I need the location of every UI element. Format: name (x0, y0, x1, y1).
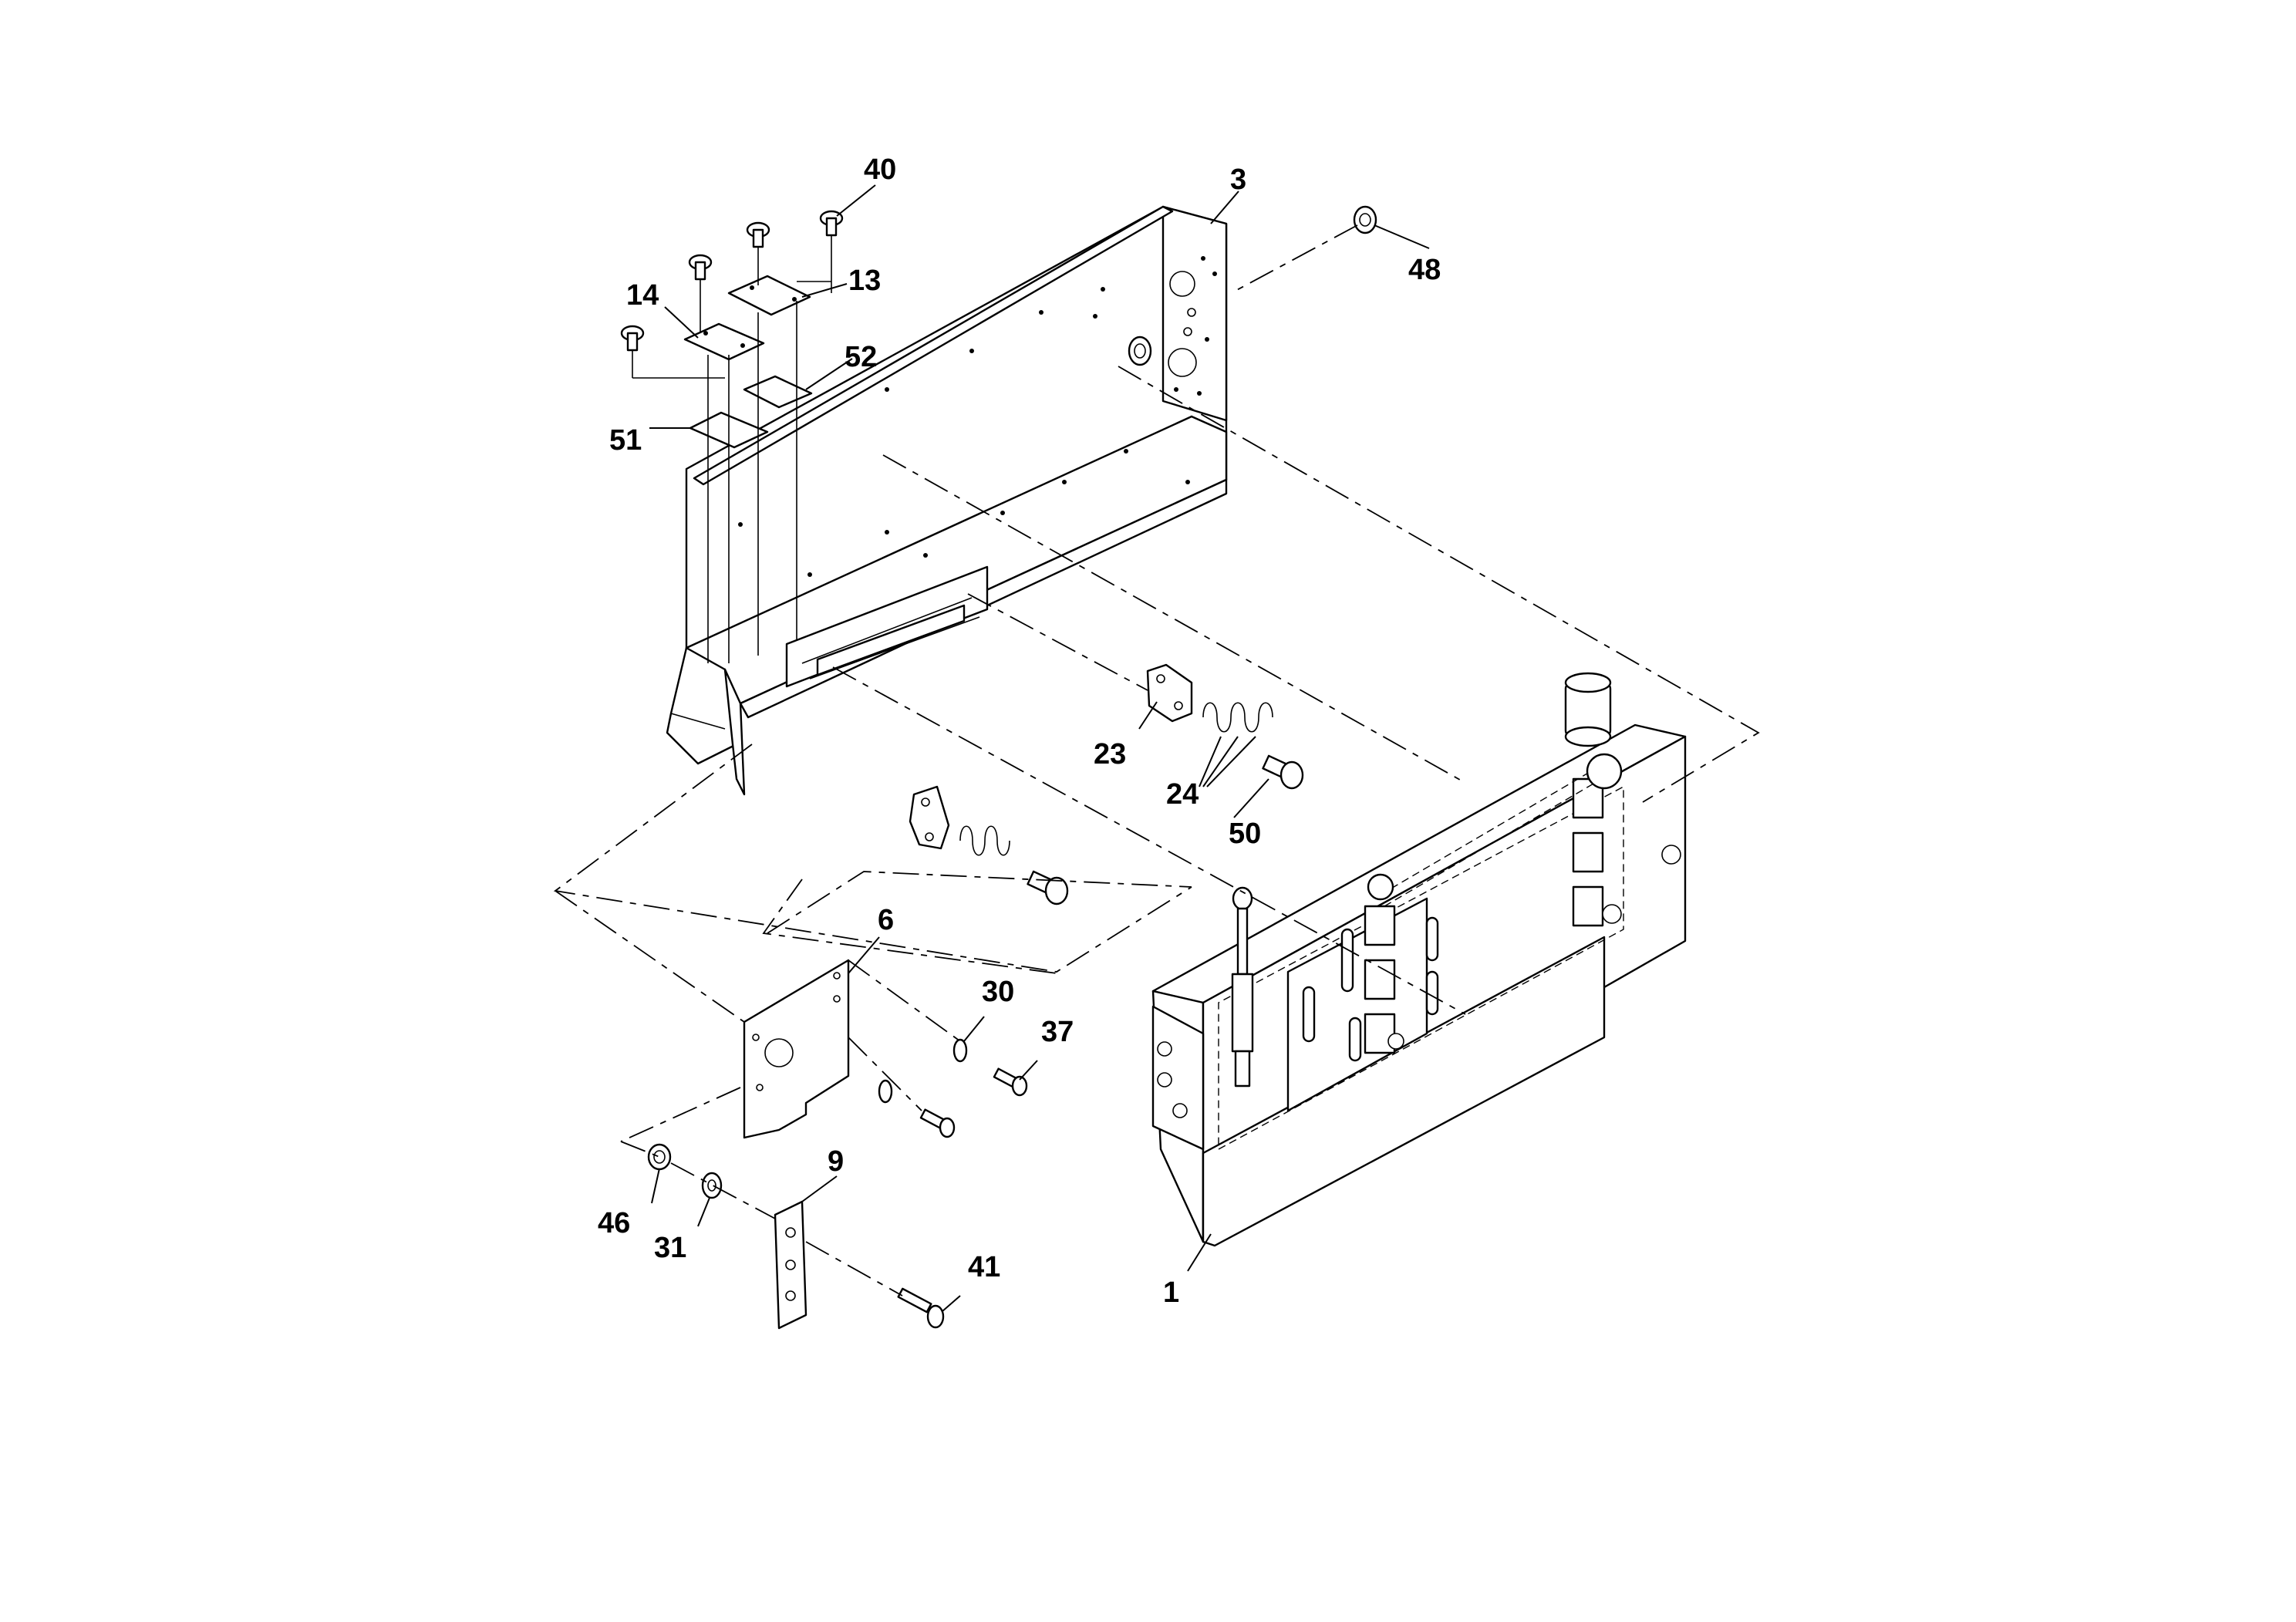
plate-6 (743, 959, 850, 1139)
nut-48 (1353, 205, 1377, 234)
callout-46: 46 (598, 1207, 630, 1239)
spring-24 (1202, 702, 1273, 733)
plate-9 (774, 1200, 807, 1330)
callout-24: 24 (1166, 778, 1199, 811)
screw-icon (746, 221, 770, 248)
bolt-37 (919, 1067, 1028, 1138)
nut-46 (647, 1143, 672, 1171)
frame-part-1 (1151, 672, 1687, 1247)
callout-3: 3 (1230, 164, 1246, 196)
washer-30 (878, 1038, 968, 1104)
callout-52: 52 (845, 341, 877, 373)
bracket-assembly-lower (909, 785, 1069, 905)
callout-13: 13 (848, 265, 881, 297)
plate-52 (743, 375, 813, 409)
gas-spring (1231, 886, 1254, 1088)
callout-51: 51 (609, 424, 642, 457)
callout-50: 50 (1229, 818, 1261, 850)
plate-14 (683, 322, 765, 361)
callout-6: 6 (878, 904, 894, 936)
assembly-centerlines (553, 224, 1760, 1297)
callout-30: 30 (982, 976, 1014, 1008)
callout-9: 9 (828, 1145, 844, 1178)
callouts: 1 3 6 9 13 14 23 24 30 31 37 40 41 46 48… (598, 153, 1441, 1309)
bracket-23 (1146, 663, 1193, 723)
washer-31 (701, 1172, 723, 1199)
callout-23: 23 (1094, 738, 1126, 771)
screw-icon (620, 325, 645, 352)
frame-part-3 (666, 205, 1228, 796)
plate-13 (727, 275, 811, 316)
callout-40: 40 (864, 153, 896, 186)
bolt-41 (897, 1287, 945, 1329)
callout-41: 41 (968, 1251, 1000, 1283)
leader-lines (649, 184, 1430, 1312)
callout-31: 31 (654, 1232, 686, 1264)
callout-37: 37 (1041, 1016, 1074, 1048)
callout-48: 48 (1408, 254, 1441, 286)
callout-14: 14 (626, 279, 659, 312)
chain-blocks (1364, 777, 1604, 1054)
callout-1: 1 (1163, 1276, 1179, 1309)
screw-icon (688, 254, 713, 281)
motor-cylinder (1564, 672, 1612, 747)
bolt-50 (1262, 754, 1304, 790)
